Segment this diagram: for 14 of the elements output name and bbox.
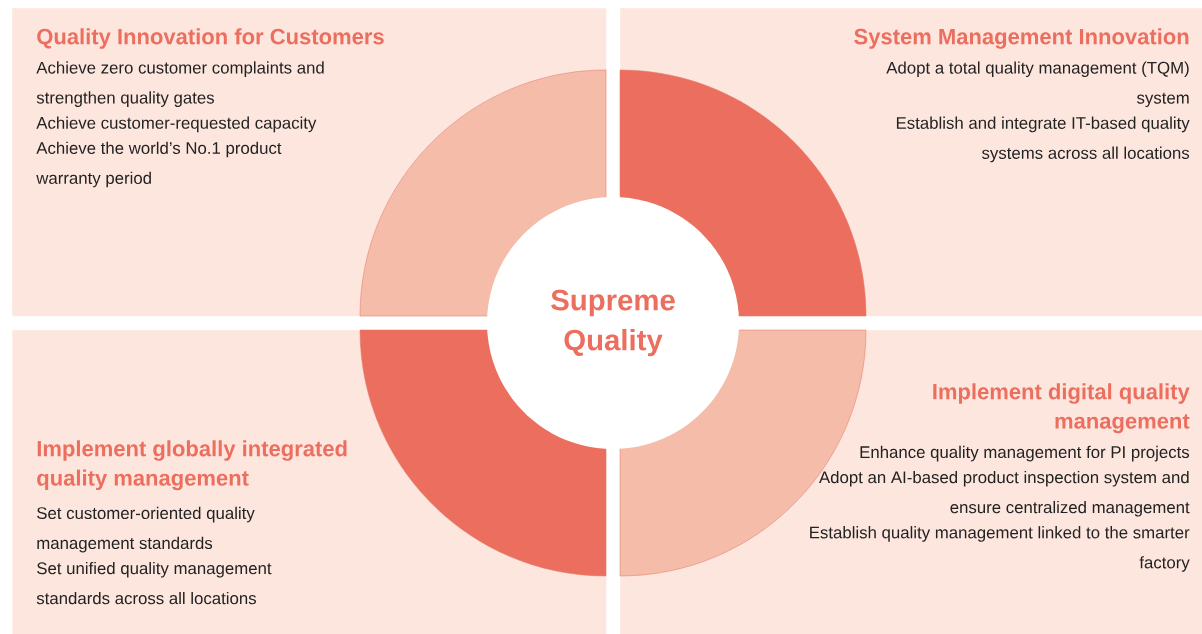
bullet-text: Adopt a total quality management (TQM) system — [886, 61, 1189, 108]
bullet-text: Adopt an AI-based product inspection system and ensure centralized management — [819, 470, 1190, 517]
bullet-text: Establish and integrate IT-based quality systems across all locations — [896, 116, 1190, 163]
bullet-text: Achieve zero customer complaints and strengthen quality gates — [36, 61, 324, 107]
heading: Implement digital quality management — [933, 383, 1190, 434]
bullet-text: Establish quality management linked to the smarter factory — [810, 526, 1190, 572]
bullet-text: Enhance quality management for PI projects — [860, 445, 1190, 462]
heading: Implement globally integrated quality management — [37, 440, 347, 491]
heading: Quality Innovation for Customers — [37, 28, 384, 49]
bullet-text: Set unified quality management standards across all locations — [36, 561, 272, 605]
bullet-text: Achieve customer-requested capacity — [36, 116, 317, 133]
heading: System Management Innovation — [854, 28, 1189, 49]
bullet-text: Achieve the world’s No.1 product warranty period — [36, 141, 282, 188]
bullet-text: Set customer-oriented quality management standards — [37, 506, 255, 553]
